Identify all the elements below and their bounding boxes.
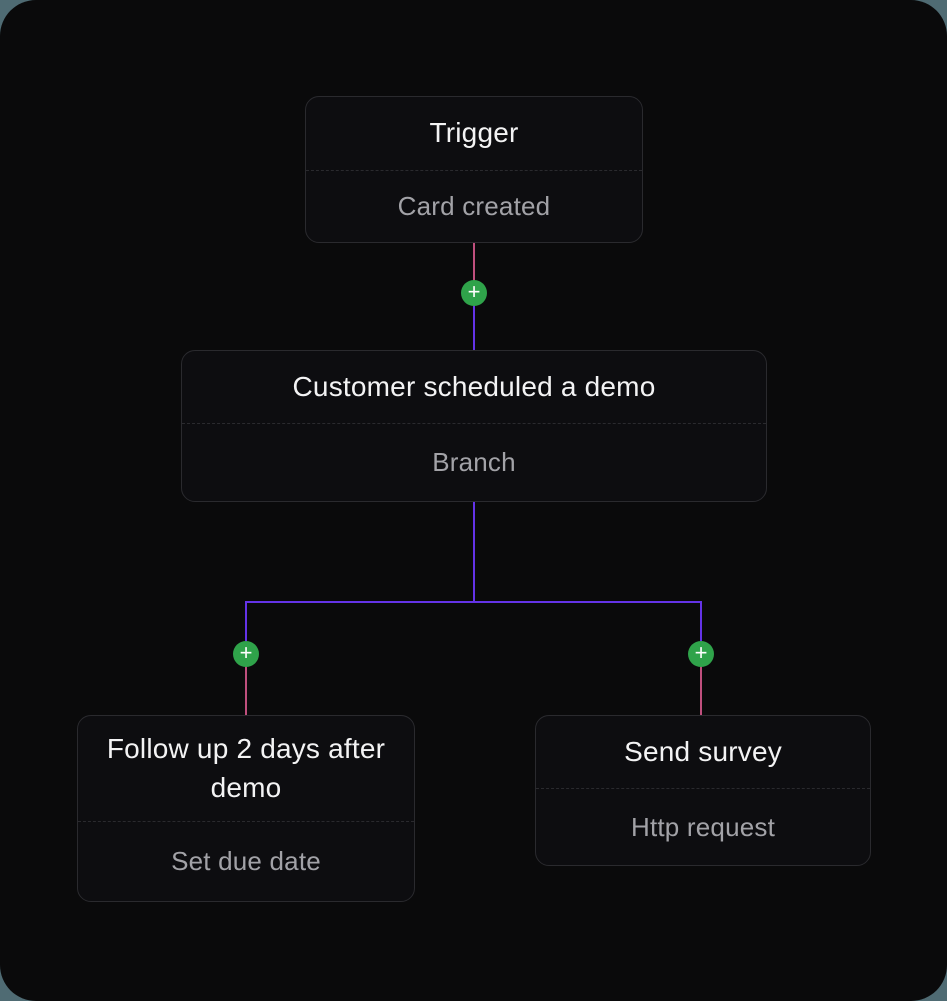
node-subtitle: Http request [536, 788, 870, 865]
node-title: Follow up 2 days after demo [106, 732, 386, 803]
edge-trigger-to-plus [473, 243, 475, 281]
node-title: Trigger [429, 117, 519, 149]
node-title: Customer scheduled a demo [292, 370, 656, 402]
edge-branch-left-drop [245, 601, 247, 642]
plus-icon: + [239, 640, 253, 665]
add-step-button-top[interactable]: + [461, 280, 487, 306]
node-followup[interactable]: Follow up 2 days after demo Set due date [77, 715, 415, 902]
add-step-button-left[interactable]: + [233, 641, 259, 667]
edge-branch-horizontal [245, 601, 702, 603]
edge-branch-right-drop [700, 601, 702, 642]
node-subtitle: Branch [182, 423, 766, 501]
node-trigger[interactable]: Trigger Card created [305, 96, 643, 243]
edge-plus-to-followup [245, 666, 247, 715]
add-step-button-right[interactable]: + [688, 641, 714, 667]
node-subtitle: Card created [306, 170, 642, 242]
edge-plus-to-branch [473, 305, 475, 350]
plus-icon: + [467, 279, 481, 304]
node-subtitle: Set due date [78, 821, 414, 901]
node-title: Send survey [624, 735, 782, 767]
plus-icon: + [694, 640, 708, 665]
edge-branch-stem [473, 501, 475, 602]
edge-plus-to-survey [700, 666, 702, 715]
node-survey[interactable]: Send survey Http request [535, 715, 871, 866]
node-branch[interactable]: Customer scheduled a demo Branch [181, 350, 767, 502]
